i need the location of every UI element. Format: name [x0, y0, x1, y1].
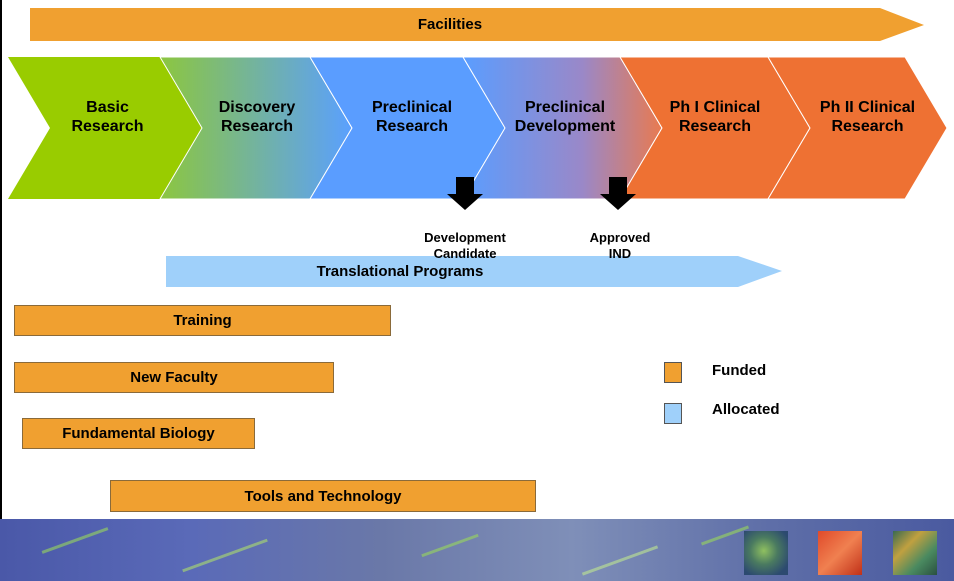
tools-technology-bar: Tools and Technology — [110, 480, 536, 512]
legend-funded-label: Funded — [712, 362, 767, 379]
training-bar: Training — [14, 305, 391, 336]
chevron-basic-research — [8, 57, 202, 199]
translational-programs-arrow — [166, 256, 782, 287]
chevron-ph2-clinical — [767, 56, 948, 200]
new-faculty-bar: New Faculty — [14, 362, 334, 393]
facilities-label: Facilities — [417, 16, 483, 33]
legend-funded-swatch — [664, 362, 682, 383]
cell-image-thumbnail — [744, 531, 788, 575]
fundamental-biology-bar: Fundamental Biology — [22, 418, 255, 449]
down-arrow-icon — [600, 177, 636, 210]
tissue-image-thumbnail — [818, 531, 862, 575]
translational-programs-label: Translational Programs — [316, 263, 484, 280]
footer-image-strip — [0, 519, 954, 581]
legend-allocated-swatch — [664, 403, 682, 424]
down-arrow-icon — [447, 177, 483, 210]
legend-allocated-label: Allocated — [712, 401, 780, 418]
facilities-arrow — [30, 8, 924, 41]
histology-image-thumbnail — [893, 531, 937, 575]
